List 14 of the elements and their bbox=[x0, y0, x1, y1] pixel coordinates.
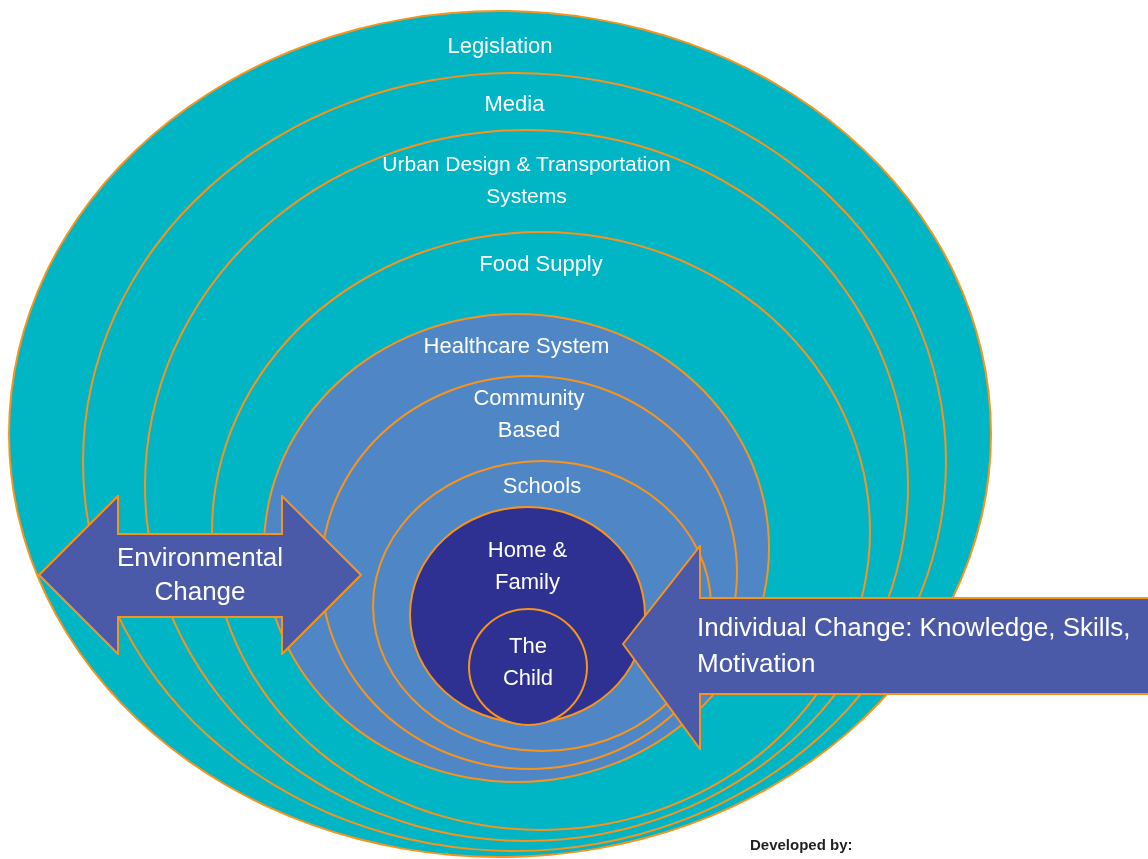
ring-label: Schools bbox=[501, 472, 583, 500]
left-arrow-shape bbox=[622, 545, 1148, 750]
ring-label: Media bbox=[483, 90, 546, 118]
credit-note: Developed by: bbox=[750, 835, 853, 855]
ring-label: Healthcare System bbox=[422, 332, 611, 360]
ring-label: Home & Family bbox=[486, 536, 569, 596]
arrow-label: Individual Change: Knowledge, Skills, Motivation bbox=[697, 611, 1132, 680]
ring-label: Urban Design & Transportation Systems bbox=[381, 151, 672, 209]
ring-label: Community Based bbox=[472, 384, 586, 444]
arrow-label: Environmental Change bbox=[115, 541, 285, 608]
ring-label: The Child bbox=[501, 632, 555, 692]
ring-label: Legislation bbox=[446, 32, 554, 60]
ring-label: Food Supply bbox=[478, 250, 604, 278]
double-arrow-shape bbox=[38, 495, 362, 655]
